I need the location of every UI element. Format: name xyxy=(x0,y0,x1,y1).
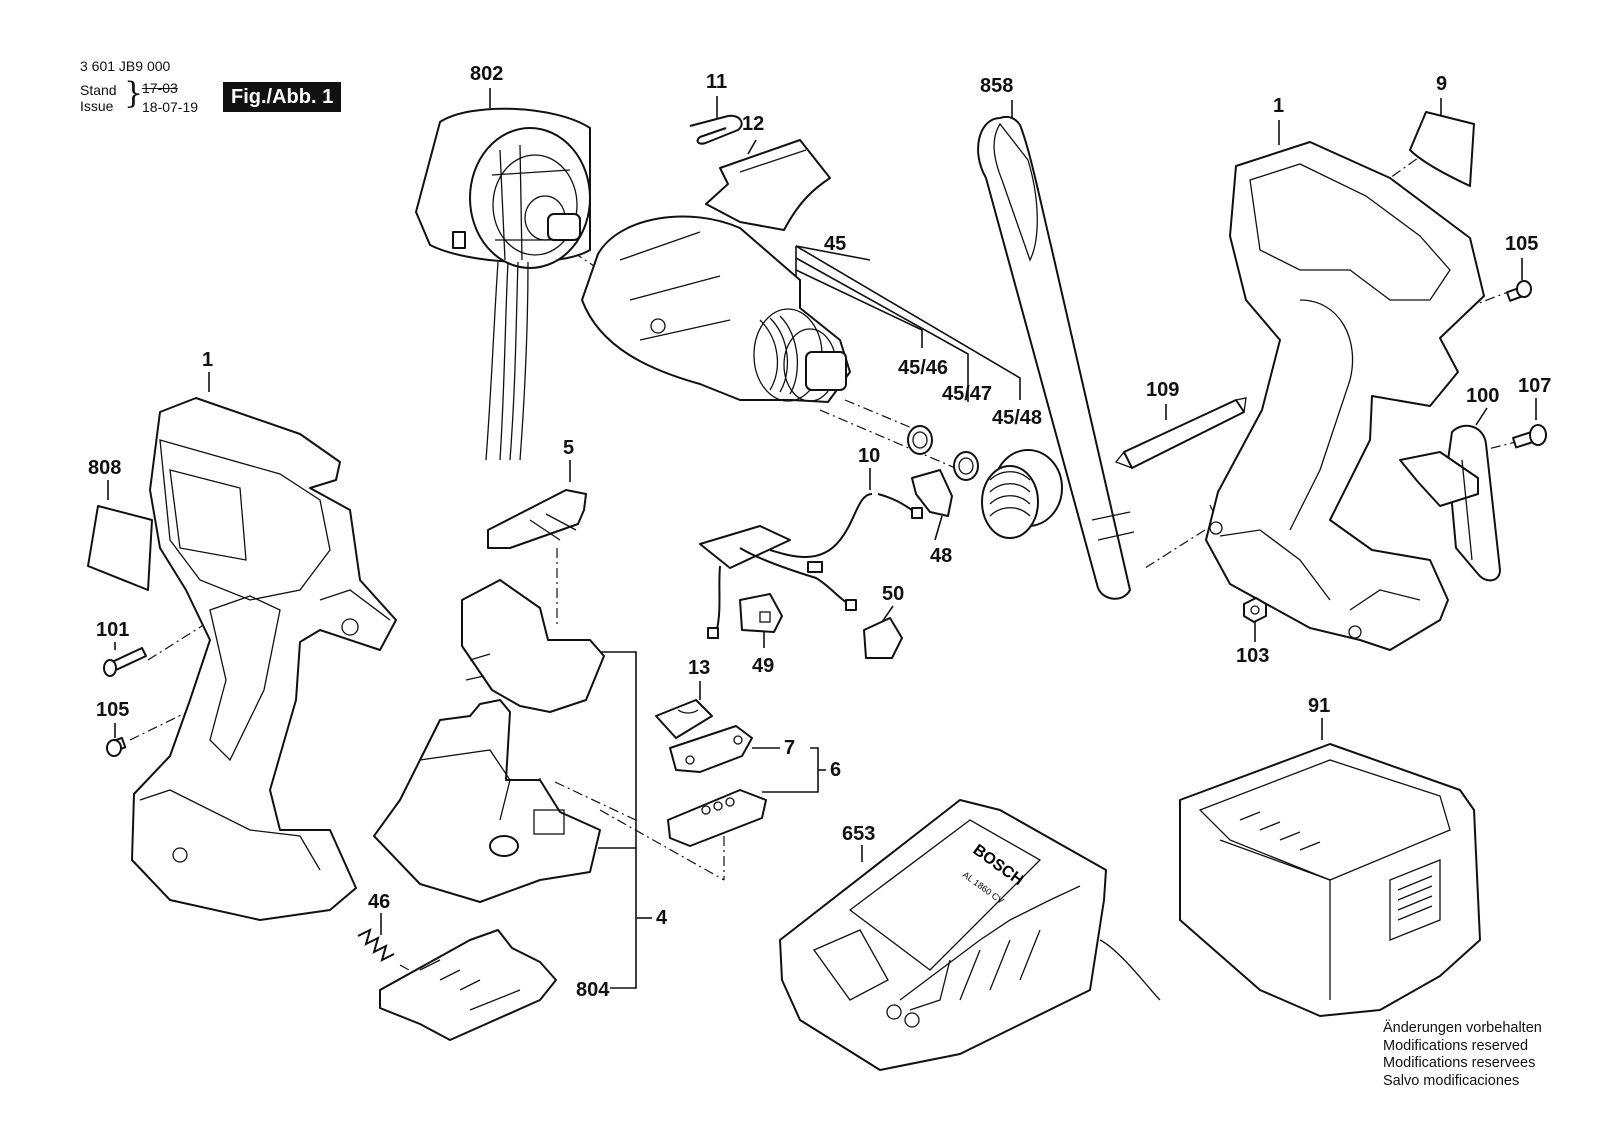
issue-value: 18-07-19 xyxy=(142,99,199,115)
led-part-49 xyxy=(739,593,783,633)
belt-clip-part-100 xyxy=(1399,424,1501,582)
callout-12: 12 xyxy=(742,113,764,135)
motor-part-802 xyxy=(415,107,591,461)
brace-glyph: } xyxy=(124,76,144,111)
cover-part-12 xyxy=(705,139,831,231)
callout-653: 653 xyxy=(842,823,875,845)
callout-91: 91 xyxy=(1308,695,1330,717)
pad-part-13 xyxy=(655,699,713,739)
callout-105-right: 105 xyxy=(1505,233,1538,255)
callout-49: 49 xyxy=(752,655,774,677)
spring-part-46 xyxy=(357,928,395,962)
part-50 xyxy=(863,617,903,659)
callout-50: 50 xyxy=(882,583,904,605)
part-number: 3 601 JB9 000 xyxy=(80,58,171,74)
callout-45: 45 xyxy=(824,233,846,255)
housing-right-part-1 xyxy=(1205,141,1485,651)
strap-part-858 xyxy=(977,115,1135,600)
slider-part-5 xyxy=(487,489,587,549)
board-part-6 xyxy=(667,789,767,847)
callout-107: 107 xyxy=(1518,375,1551,397)
note-line: Änderungen vorbehalten xyxy=(1383,1020,1542,1036)
callout-9: 9 xyxy=(1436,73,1447,95)
leader-lines xyxy=(107,88,1537,989)
callout-45-48: 45/48 xyxy=(992,407,1042,429)
callout-101: 101 xyxy=(96,619,129,641)
ring-part-45-46 xyxy=(907,425,933,455)
callout-105-left: 105 xyxy=(96,699,129,721)
bit-part-109 xyxy=(1114,397,1247,469)
callout-802: 802 xyxy=(470,63,503,85)
nut-part-103 xyxy=(1243,597,1267,623)
note-line: Modifications reserved xyxy=(1383,1037,1529,1054)
callout-13: 13 xyxy=(688,657,710,679)
callout-7: 7 xyxy=(784,737,795,759)
note-line: Modifications reservees xyxy=(1383,1055,1536,1071)
issue-label: Issue xyxy=(80,98,114,114)
sleeve-part-45-48 xyxy=(981,449,1063,539)
note-line: Salvo modificaciones xyxy=(1383,1072,1520,1089)
callout-11: 11 xyxy=(706,71,727,93)
callout-1-right: 1 xyxy=(1273,95,1284,117)
battery-part-91 xyxy=(1179,743,1481,1017)
callout-45-46: 45/46 xyxy=(898,357,948,379)
screw-part-105-left xyxy=(106,736,127,757)
stand-value: 17-03 xyxy=(142,80,178,96)
callout-804: 804 xyxy=(576,979,610,1001)
callout-5: 5 xyxy=(563,437,574,459)
cable-part-10 xyxy=(699,493,923,639)
screw-part-105-right xyxy=(1505,280,1532,302)
callout-109: 109 xyxy=(1146,379,1179,401)
callout-103: 103 xyxy=(1236,645,1269,667)
callout-46: 46 xyxy=(368,891,390,913)
gear-housing-part-45 xyxy=(581,215,851,403)
stand-label: Stand xyxy=(80,82,117,98)
callout-labels: 802 11 12 858 9 1 105 45 45/46 45/47 45/… xyxy=(88,63,1551,1001)
charger-part-653: BOSCH AL 1860 CV xyxy=(779,799,1161,1071)
callout-10: 10 xyxy=(858,445,880,467)
ring-part-45-47 xyxy=(953,451,979,481)
callout-45-47: 45/47 xyxy=(942,383,992,405)
part-48 xyxy=(911,469,953,517)
callout-1-left: 1 xyxy=(202,349,213,371)
plate-part-7 xyxy=(669,725,753,773)
figure-label: Fig./Abb. 1 xyxy=(223,82,342,112)
label-part-808 xyxy=(87,505,153,591)
screw-part-107 xyxy=(1512,424,1547,449)
housing-left-part-1 xyxy=(131,397,397,921)
callout-4: 4 xyxy=(656,907,668,929)
label-part-9 xyxy=(1409,111,1475,187)
clip-part-11 xyxy=(689,114,743,145)
callout-48: 48 xyxy=(930,545,952,567)
footer-notes: Änderungen vorbehalten Modifications res… xyxy=(1383,1020,1542,1090)
callout-6: 6 xyxy=(830,759,841,781)
callout-858: 858 xyxy=(980,75,1013,97)
screw-part-101 xyxy=(103,647,147,677)
contact-plate-part-804 xyxy=(379,929,557,1041)
callout-100: 100 xyxy=(1466,385,1499,407)
callout-808: 808 xyxy=(88,457,121,479)
switch-part-4 xyxy=(373,579,605,903)
